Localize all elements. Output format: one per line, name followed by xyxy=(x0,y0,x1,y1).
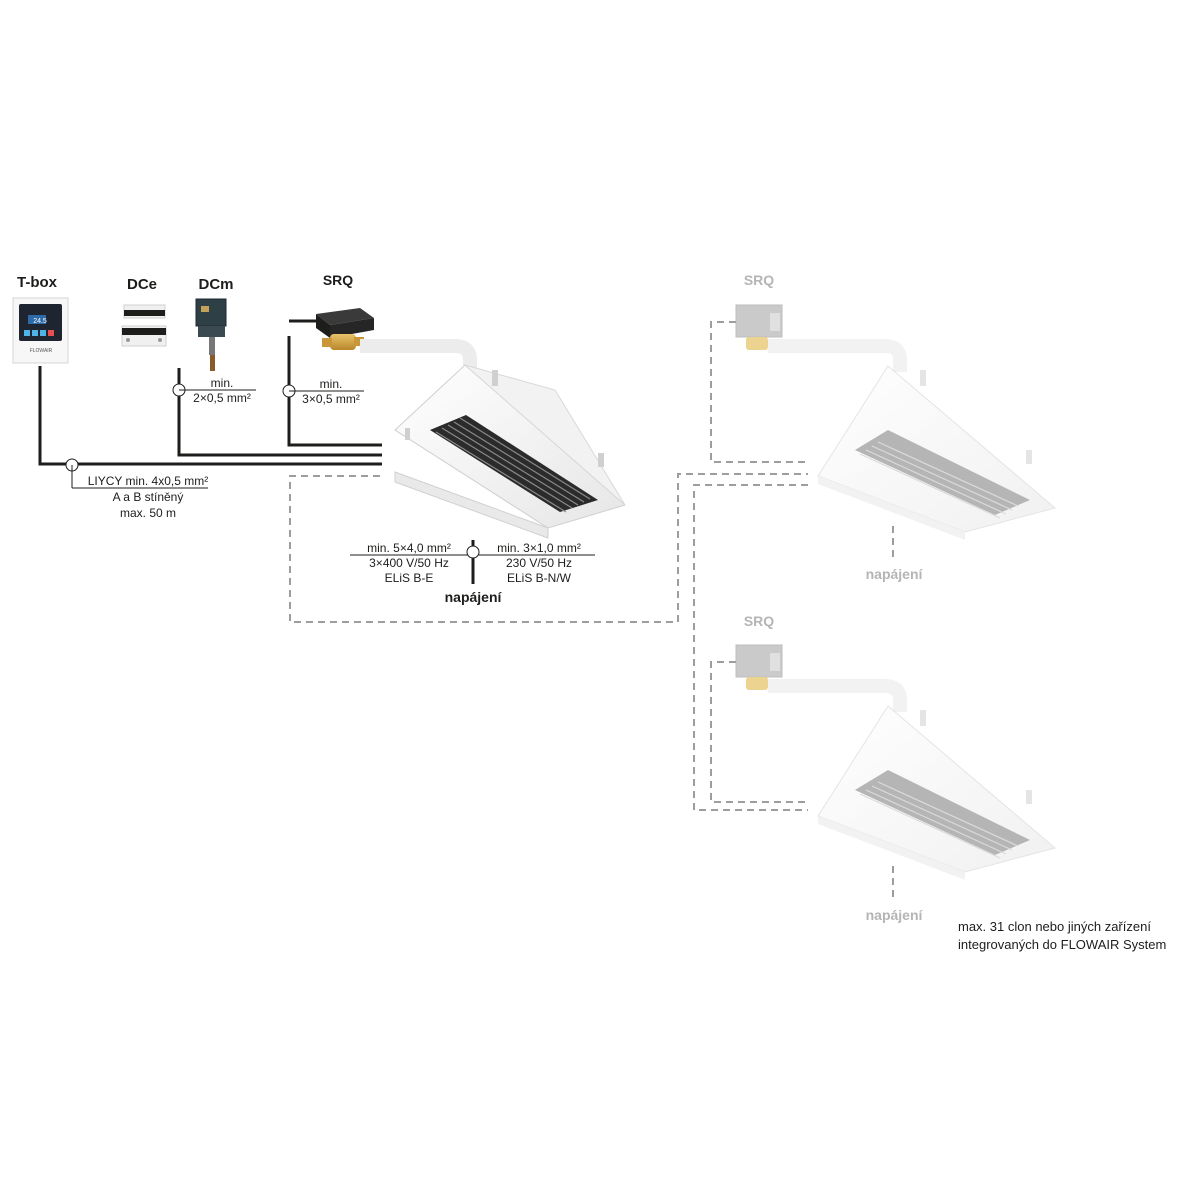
dcm-device xyxy=(195,298,227,371)
tbox-screen-value: 24.5 xyxy=(33,318,47,325)
dcm-cable-label: min. 2×0,5 mm² xyxy=(193,376,251,406)
power-right-label: min. 3×1,0 mm² 230 V/50 Hz ELiS B-N/W xyxy=(497,541,581,586)
tbox-cable-line2: A a B stíněný xyxy=(112,490,184,504)
srq-main-pipe xyxy=(360,339,477,368)
communication-bus-lines xyxy=(289,321,894,900)
tbox-cable-line1: LIYCY min. 4x0,5 mm² xyxy=(87,474,209,488)
srq-unit3-device xyxy=(735,644,783,690)
srq-unit3-title: SRQ xyxy=(743,613,775,629)
control-cables xyxy=(38,319,382,466)
dcm-title: DCm xyxy=(198,276,234,293)
note-line1: max. 31 clon nebo jiných zařízení xyxy=(958,919,1151,934)
power-right-line2: 230 V/50 Hz xyxy=(505,556,573,570)
tbox-cable-label: LIYCY min. 4x0,5 mm² A a B stíněný max. … xyxy=(88,473,208,521)
power-marker xyxy=(466,545,480,559)
power-left-label: min. 5×4,0 mm² 3×400 V/50 Hz ELiS B-E xyxy=(367,541,451,586)
power-unit2-label: napájení xyxy=(865,566,923,582)
air-curtain-main xyxy=(394,364,627,539)
note-line2: integrovaných do FLOWAIR System xyxy=(958,937,1167,952)
power-left-line1: min. 5×4,0 mm² xyxy=(367,541,451,555)
air-curtain-unit2 xyxy=(817,365,1057,540)
srq-cable-label: min. 3×0,5 mm² xyxy=(302,377,360,407)
power-main-label: napájení xyxy=(444,589,502,605)
power-right-line1: min. 3×1,0 mm² xyxy=(497,541,581,555)
srq-unit2-title: SRQ xyxy=(743,272,775,288)
system-limit-note: max. 31 clon nebo jiných zařízení integr… xyxy=(958,918,1166,954)
power-left-line3: ELiS B-E xyxy=(384,571,434,585)
srq-cable-line2: 3×0,5 mm² xyxy=(302,392,360,406)
power-right-line3: ELiS B-N/W xyxy=(506,571,572,585)
dcm-cable-line2: 2×0,5 mm² xyxy=(193,391,251,405)
srq-unit2-device xyxy=(735,304,783,350)
power-left-line2: 3×400 V/50 Hz xyxy=(369,556,449,570)
srq-unit2-pipe xyxy=(768,339,907,372)
srq-main-device xyxy=(316,308,374,350)
tbox-cable-line3: max. 50 m xyxy=(119,506,177,520)
tbox-device: 24.5 FLOWAIR xyxy=(12,297,69,364)
dce-device xyxy=(121,304,167,347)
srq-main-title: SRQ xyxy=(322,272,354,288)
air-curtain-unit3 xyxy=(817,705,1057,880)
tbox-title: T-box xyxy=(17,274,57,291)
dcm-cable-line1: min. xyxy=(210,376,234,390)
srq-cable-line1: min. xyxy=(319,377,343,391)
power-unit3-label: napájení xyxy=(865,907,923,923)
srq-unit3-pipe xyxy=(768,679,907,712)
tbox-brand: FLOWAIR xyxy=(30,348,53,354)
dce-title: DCe xyxy=(126,276,158,293)
